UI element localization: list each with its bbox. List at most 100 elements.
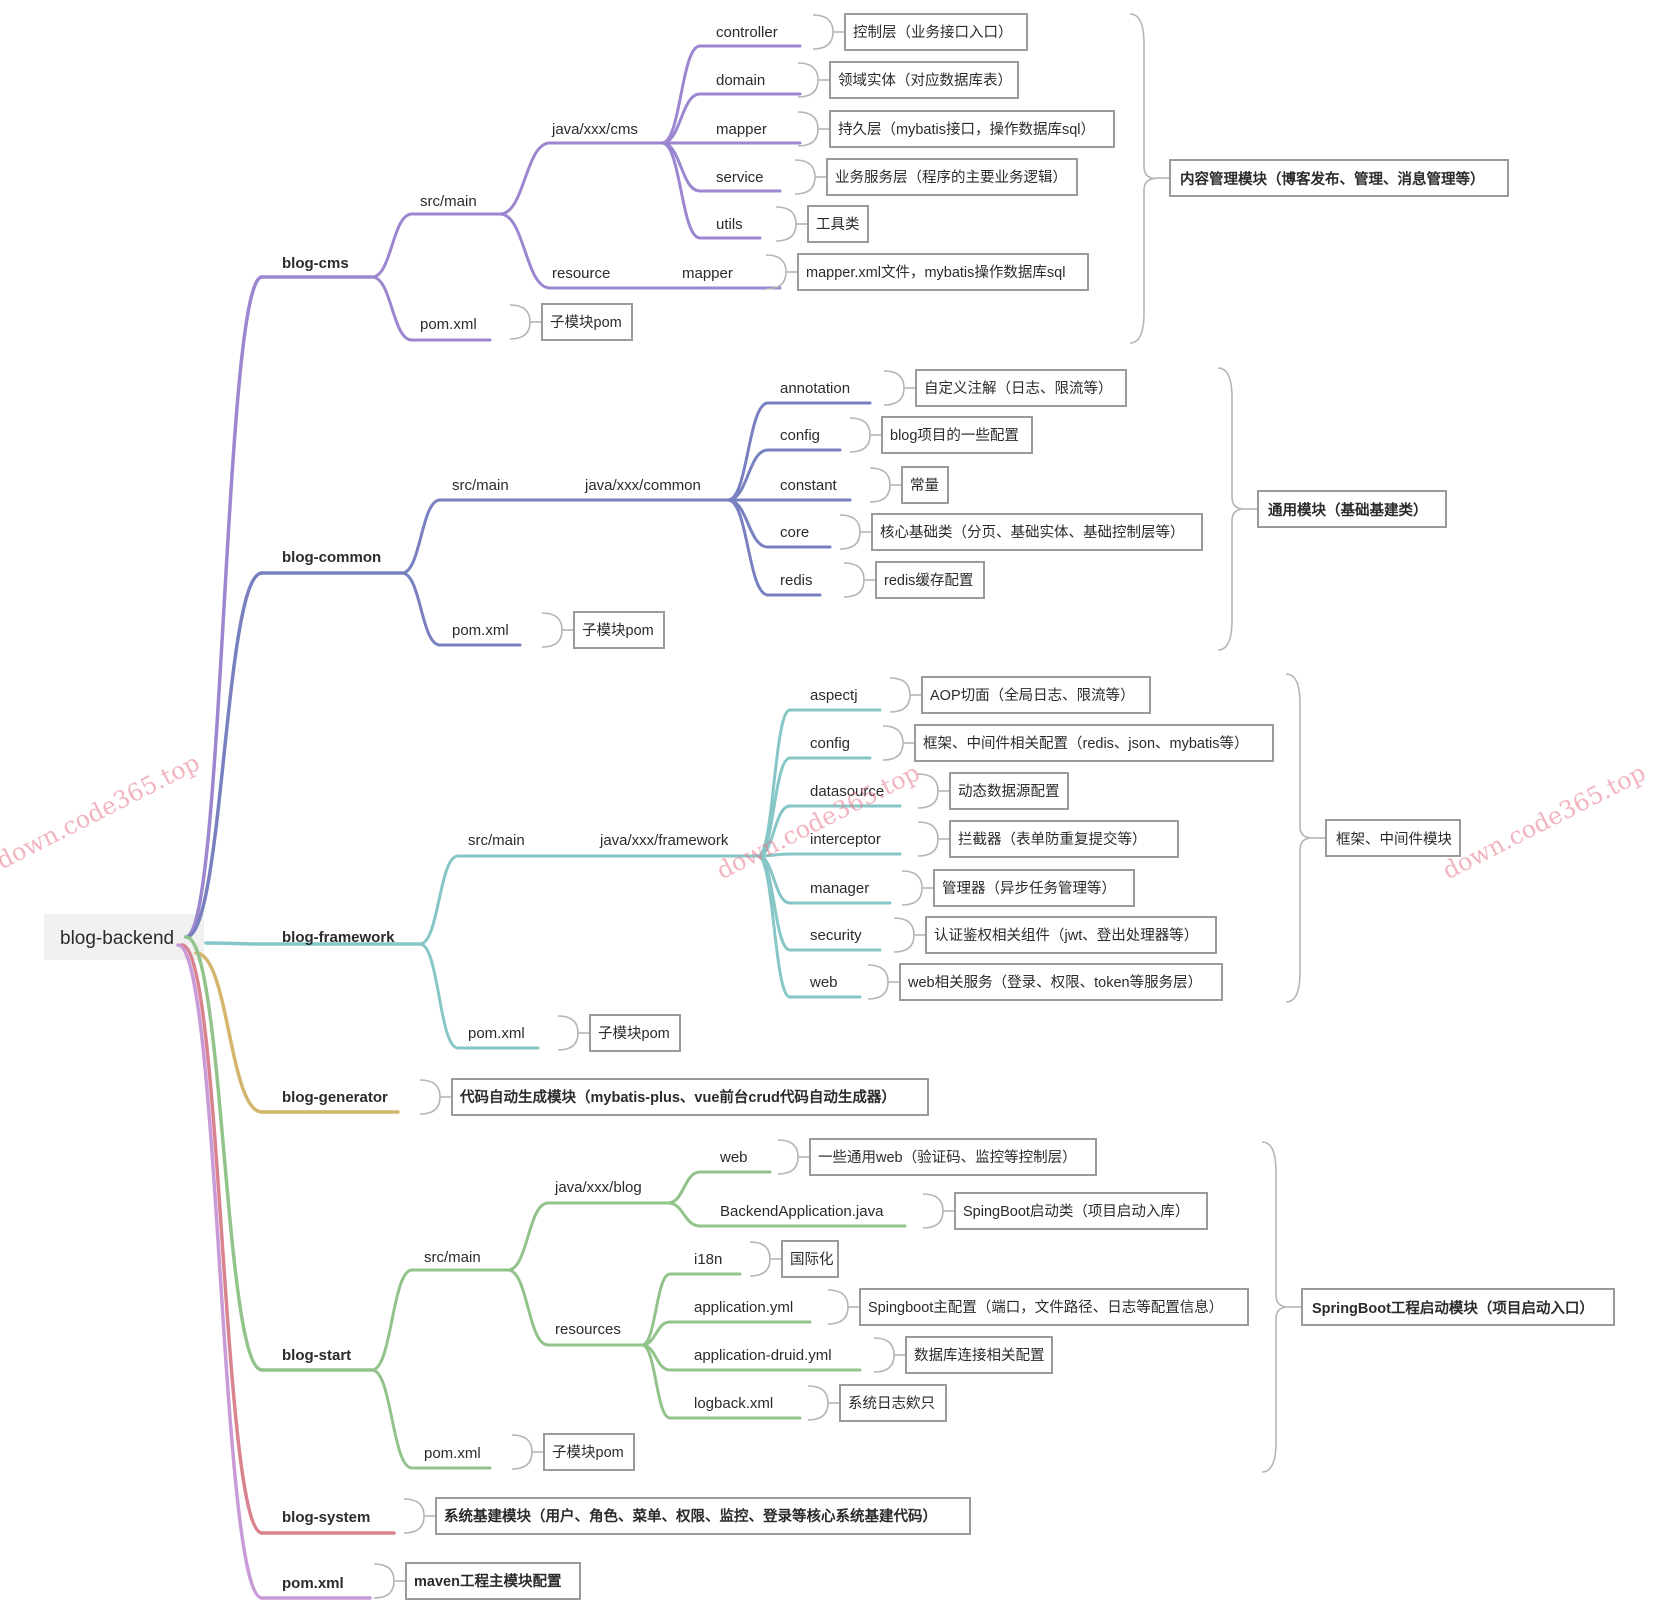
branch-line	[660, 141, 702, 240]
node-java-pkg: java/xxx/blog	[554, 1179, 642, 1196]
desc-application-druid.yml: 数据库连接相关配置	[914, 1347, 1045, 1364]
branch-line	[400, 571, 442, 647]
bracket-connector	[843, 562, 865, 598]
node-application.yml: application.yml	[694, 1299, 793, 1316]
desc-web-box	[899, 963, 1223, 1001]
bracket-connector	[893, 917, 915, 953]
bracket-connector	[403, 1498, 425, 1534]
desc-pom: 子模块pom	[552, 1444, 624, 1461]
node-src-main: src/main	[420, 193, 477, 210]
node-controller: controller	[716, 24, 778, 41]
branch-line	[506, 1268, 550, 1347]
root-node-box	[44, 914, 204, 960]
summary-brace	[1285, 673, 1313, 1003]
node-resources: resources	[555, 1321, 621, 1338]
node-pom-xml: pom.xml	[468, 1025, 525, 1042]
desc-config-box	[914, 724, 1274, 762]
node-pom-xml: pom.xml	[424, 1445, 481, 1462]
desc-mapper-box	[829, 110, 1115, 148]
summary-cms: 内容管理模块（博客发布、管理、消息管理等）	[1180, 170, 1485, 188]
desc-pom: 子模块pom	[582, 622, 654, 639]
desc-application.yml: Spingboot主配置（端口，文件路径、日志等配置信息）	[868, 1298, 1223, 1316]
branch-line	[204, 941, 264, 946]
desc-domain-box	[829, 61, 1019, 99]
desc-pom: 子模块pom	[598, 1025, 670, 1042]
node-config: config	[810, 735, 850, 752]
desc-manager-box	[933, 869, 1135, 907]
summary-common-box	[1257, 490, 1447, 528]
summary-brace	[1217, 367, 1245, 651]
node-annotation: annotation	[780, 380, 850, 397]
branch-line	[640, 1343, 672, 1420]
desc-i18n-box	[781, 1240, 839, 1278]
node-pom-xml: pom.xml	[420, 316, 477, 333]
root-node: blog-backend	[60, 928, 174, 949]
branch-line	[370, 275, 414, 342]
bracket-connector	[419, 1079, 441, 1115]
node-resource: resource	[552, 265, 610, 282]
node-core: core	[780, 524, 809, 541]
node-config: config	[780, 427, 820, 444]
branch-line	[180, 943, 264, 1535]
branch-line	[176, 943, 264, 1600]
desc-config: blog项目的一些配置	[890, 427, 1019, 444]
desc-annotation: 自定义注解（日志、限流等）	[924, 379, 1113, 397]
desc-service: 业务服务层（程序的主要业务逻辑）	[835, 169, 1067, 186]
desc-web: web相关服务（登录、权限、token等服务层）	[907, 973, 1202, 991]
node-mapper: mapper	[716, 121, 767, 138]
branch-line	[726, 498, 770, 597]
branch-line	[184, 275, 264, 939]
bracket-connector	[509, 304, 531, 340]
desc-pom-box	[573, 611, 665, 649]
summary-cms-box	[1169, 159, 1509, 197]
module-blog-start: blog-start	[282, 1347, 351, 1364]
bracket-connector	[794, 159, 816, 195]
desc-security-box	[925, 916, 1217, 954]
desc-manager: 管理器（异步任务管理等）	[942, 879, 1116, 897]
node-security: security	[810, 927, 862, 944]
branch-line	[726, 498, 770, 549]
desc-redis: redis缓存配置	[884, 572, 973, 589]
desc-pom-box	[541, 303, 633, 341]
desc-mapper: 持久层（mybatis接口，操作数据库sql）	[838, 121, 1095, 138]
module-blog-framework: blog-framework	[282, 929, 395, 946]
bracket-connector	[511, 1434, 533, 1470]
bracket-connector	[797, 62, 819, 98]
desc-application-druid.yml-box	[905, 1336, 1053, 1374]
node-application-druid.yml: application-druid.yml	[694, 1347, 832, 1364]
node-constant: constant	[780, 477, 838, 494]
branch-line	[666, 1170, 702, 1205]
bracket-connector	[867, 964, 889, 1000]
bracket-connector	[777, 1139, 799, 1175]
desc-controller: 控制层（业务接口入口）	[853, 24, 1013, 41]
bracket-connector	[849, 417, 871, 453]
branch-line	[506, 1201, 550, 1272]
branch-line	[370, 1268, 414, 1372]
desc-application.yml-box	[859, 1288, 1249, 1326]
bracket-connector	[869, 467, 891, 503]
node-pom-xml: pom.xml	[452, 622, 509, 639]
desc-annotation-box	[915, 369, 1127, 407]
desc-web-box	[809, 1138, 1097, 1176]
bracket-connector	[812, 14, 834, 50]
desc-core-box	[871, 513, 1203, 551]
desc-aspectj-box	[921, 676, 1151, 714]
desc-web: 一些通用web（验证码、监控等控制层）	[818, 1148, 1077, 1166]
branch-line	[184, 935, 264, 1372]
desc-interceptor: 拦截器（表单防重复提交等）	[958, 830, 1147, 848]
node-mapper: mapper	[682, 265, 733, 282]
desc-interceptor-box	[949, 820, 1179, 858]
node-i18n: i18n	[694, 1251, 722, 1268]
desc-system-box	[435, 1497, 971, 1535]
module-blog-cms: blog-cms	[282, 255, 349, 272]
bracket-connector	[883, 370, 905, 406]
desc-domain: 领域实体（对应数据库表）	[838, 71, 1012, 89]
branch-line	[660, 44, 702, 145]
desc-config-box	[881, 416, 1033, 454]
module-blog-common: blog-common	[282, 549, 381, 566]
bracket-connector	[807, 1385, 829, 1421]
bracket-connector	[557, 1015, 579, 1051]
desc-i18n: 国际化	[790, 1251, 834, 1268]
desc-resource-mapper-box	[797, 253, 1089, 291]
branch-line	[726, 401, 770, 502]
